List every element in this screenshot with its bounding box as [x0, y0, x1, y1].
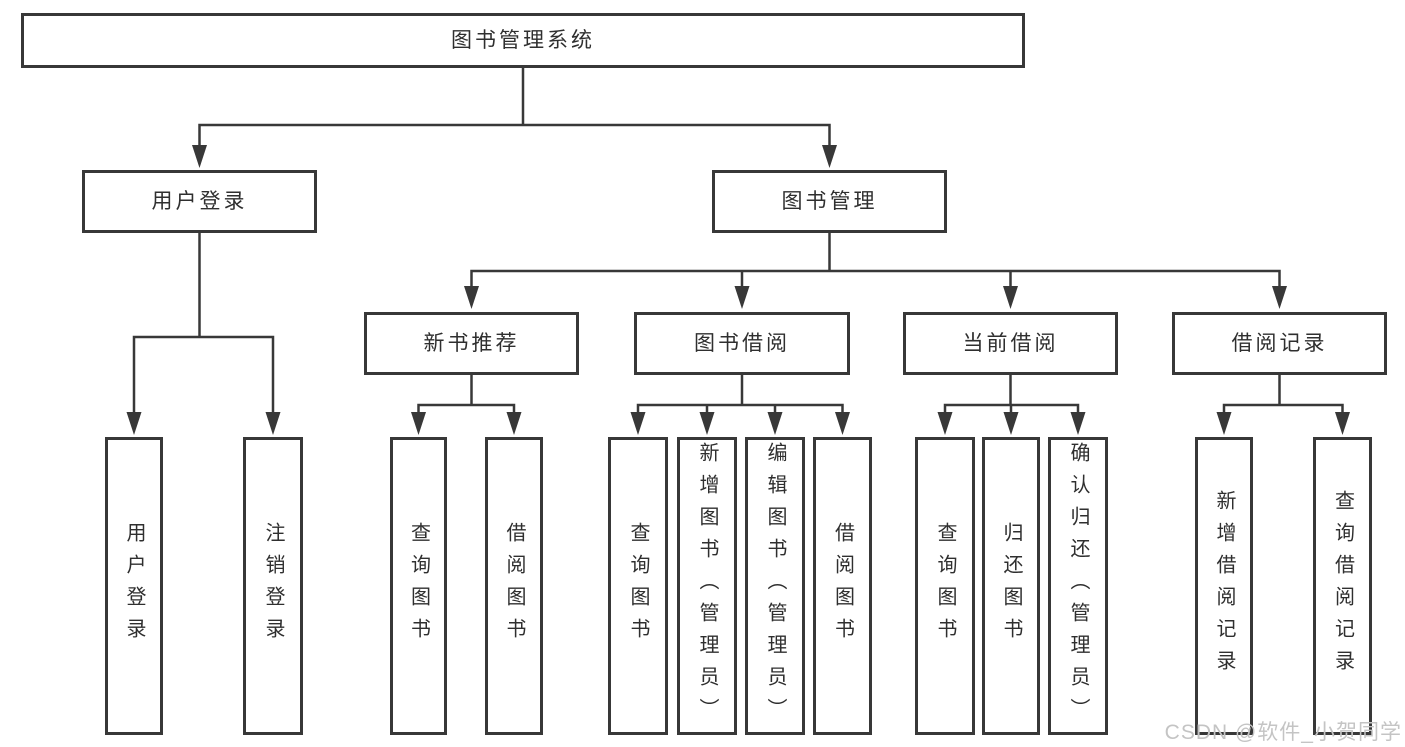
leaf-confirm-return-admin: 确认归还（管理员）: [1048, 437, 1108, 735]
node-book-management: 图书管理: [712, 170, 947, 233]
arrowhead-icon: [265, 412, 281, 435]
node-user-login-label: 用户登录: [151, 190, 248, 213]
connector-line: [470, 231, 1281, 301]
arrowhead-icon: [126, 412, 142, 435]
connector-line: [417, 373, 516, 427]
arrowhead-icon: [1003, 412, 1019, 435]
connector-group: [1216, 373, 1350, 435]
leaf-borrow-book-2: 借阅图书: [813, 437, 872, 735]
arrowhead-icon: [937, 412, 953, 435]
connector-group: [192, 65, 837, 168]
leaf-return-book-label: 归还图书: [1000, 522, 1022, 650]
connector-group: [126, 231, 281, 435]
arrowhead-icon: [464, 286, 479, 309]
leaf-return-book: 归还图书: [982, 437, 1040, 735]
leaf-query-book-2: 查询图书: [608, 437, 668, 735]
connector-line: [1222, 373, 1344, 427]
leaf-query-book-2-label: 查询图书: [627, 522, 649, 650]
leaf-user-login-label: 用户登录: [123, 522, 145, 650]
arrowhead-icon: [411, 412, 426, 435]
leaf-add-book-admin-label: 新增图书（管理员）: [696, 442, 718, 730]
node-root: 图书管理系统: [21, 13, 1025, 68]
arrowhead-icon: [506, 412, 522, 435]
node-new-book-recommend-label: 新书推荐: [423, 332, 520, 355]
connector-line: [198, 65, 831, 160]
leaf-confirm-return-admin-label: 确认归还（管理员）: [1067, 442, 1089, 730]
connector-group: [630, 373, 850, 435]
connector-group: [464, 231, 1287, 309]
leaf-query-book-1-label: 查询图书: [407, 522, 430, 650]
node-current-borrow-label: 当前借阅: [962, 332, 1059, 355]
arrowhead-icon: [835, 412, 850, 435]
leaf-add-book-admin: 新增图书（管理员）: [677, 437, 737, 735]
leaf-query-book-3-label: 查询图书: [934, 522, 956, 650]
leaf-logout: 注销登录: [243, 437, 303, 735]
node-borrow-record: 借阅记录: [1172, 312, 1387, 375]
arrowhead-icon: [767, 412, 783, 435]
leaf-borrow-book-1: 借阅图书: [485, 437, 543, 735]
connector-line: [132, 231, 275, 427]
leaf-query-book-3: 查询图书: [915, 437, 975, 735]
arrowhead-icon: [630, 412, 646, 435]
leaf-query-borrow-record: 查询借阅记录: [1313, 437, 1372, 735]
leaf-borrow-book-2-label: 借阅图书: [831, 522, 854, 650]
node-borrow-record-label: 借阅记录: [1231, 332, 1328, 355]
arrowhead-icon: [822, 145, 837, 168]
node-book-borrow: 图书借阅: [634, 312, 850, 375]
node-root-label: 图书管理系统: [451, 29, 595, 52]
leaf-borrow-book-1-label: 借阅图书: [503, 522, 525, 650]
leaf-query-book-1: 查询图书: [390, 437, 447, 735]
arrowhead-icon: [1272, 286, 1287, 309]
arrowhead-icon: [1216, 412, 1232, 435]
arrowhead-icon: [1335, 412, 1350, 435]
node-book-borrow-label: 图书借阅: [694, 332, 790, 355]
connector-group: [937, 373, 1086, 435]
leaf-user-login: 用户登录: [105, 437, 163, 735]
leaf-query-borrow-record-label: 查询借阅记录: [1331, 490, 1354, 682]
connector-group: [411, 373, 522, 435]
leaf-add-borrow-record: 新增借阅记录: [1195, 437, 1253, 735]
connector-line: [636, 373, 844, 427]
node-user-login: 用户登录: [82, 170, 317, 233]
node-new-book-recommend: 新书推荐: [364, 312, 579, 375]
node-current-borrow: 当前借阅: [903, 312, 1118, 375]
csdn-watermark: CSDN @软件_小贺同学: [1164, 721, 1402, 744]
arrowhead-icon: [1070, 412, 1086, 435]
leaf-add-borrow-record-label: 新增借阅记录: [1213, 490, 1235, 682]
node-book-management-label: 图书管理: [781, 190, 878, 213]
leaf-edit-book-admin: 编辑图书（管理员）: [745, 437, 805, 735]
leaf-edit-book-admin-label: 编辑图书（管理员）: [764, 442, 786, 730]
arrowhead-icon: [734, 286, 750, 309]
arrowhead-icon: [192, 145, 207, 168]
arrowhead-icon: [699, 412, 715, 435]
arrowhead-icon: [1003, 286, 1018, 309]
leaf-logout-label: 注销登录: [262, 522, 284, 650]
